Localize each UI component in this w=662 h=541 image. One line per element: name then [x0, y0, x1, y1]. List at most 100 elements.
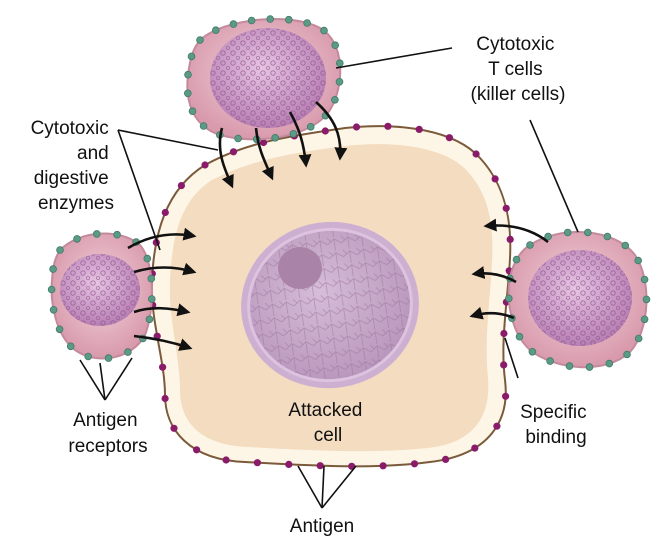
antigen-dot [177, 182, 185, 190]
receptor-dot [634, 256, 642, 265]
receptor-dot [55, 325, 64, 334]
receptor-dot [49, 265, 57, 273]
t-cell-top [184, 15, 344, 144]
label-attacked-cell-line-2: cell [314, 425, 343, 446]
receptor-dot [640, 275, 649, 284]
receptor-dot [196, 36, 204, 44]
antigen-dot [491, 175, 499, 183]
antigen-dot [201, 161, 209, 169]
attacked-cell [148, 122, 514, 470]
antigen-dot [161, 394, 169, 403]
enzyme-arrows-left [127, 227, 197, 351]
receptor-dot [188, 107, 197, 115]
t-cell-right-receptors [504, 228, 651, 371]
receptor-dot [303, 19, 311, 27]
receptor-dot [583, 228, 592, 237]
antigen-dot [415, 125, 423, 133]
receptor-dot [546, 357, 554, 365]
label-specific-binding-line-2: binding [525, 427, 586, 448]
antigen-dot [500, 329, 508, 338]
receptor-dot [104, 354, 113, 362]
label-antigen-receptors: Antigen receptors [68, 410, 147, 457]
receptor-dot [320, 26, 328, 35]
receptor-dot [247, 16, 256, 25]
receptor-dot [73, 235, 81, 243]
antigen-dots [148, 122, 514, 470]
antigen-dot [222, 456, 230, 464]
antigen-dot [502, 204, 510, 212]
receptor-dot [212, 26, 220, 35]
antigen-dot [352, 123, 361, 131]
receptor-dot [84, 352, 92, 361]
receptor-dot [623, 350, 631, 359]
antigen-dot [410, 460, 419, 468]
antigen-dot [170, 424, 178, 432]
antigen-dot [253, 459, 261, 467]
label-t-cells-line-1: Cytotoxic [476, 34, 554, 55]
label-enzymes-line-3: digestive [34, 168, 109, 189]
nucleus [241, 221, 419, 389]
label-attacked-cell-line-1: Attacked [288, 400, 362, 421]
label-enzymes: Cytotoxic and digestive enzymes [31, 118, 114, 214]
label-t-cells-line-3: (killer cells) [471, 84, 566, 105]
receptor-dot [544, 232, 552, 241]
receptor-dot [266, 15, 275, 23]
antigen-dot [506, 235, 514, 243]
receptor-dot [515, 332, 524, 341]
receptor-dot [184, 70, 192, 79]
antigen-dot [161, 208, 169, 217]
receptor-dot [331, 41, 340, 49]
receptor-dot [143, 254, 152, 263]
label-antigen: Antigen [290, 516, 354, 537]
label-t-cells-line-2: T cells [488, 59, 543, 80]
receptor-dot [565, 362, 574, 370]
receptor-dot [271, 134, 280, 142]
t-cell-right [504, 228, 651, 371]
t-cell-left-receptors [47, 230, 156, 362]
antigen-dot [472, 150, 480, 158]
receptor-dot [284, 15, 293, 24]
antigen-dot [316, 462, 324, 470]
receptor-dot [113, 230, 121, 239]
receptor-dot [621, 241, 630, 250]
receptor-dot [603, 232, 612, 241]
receptor-dot [642, 295, 651, 304]
receptor-dot [306, 123, 315, 131]
antigen-dot [193, 446, 201, 454]
receptor-dot [148, 295, 156, 303]
antigen-dot [471, 444, 479, 452]
receptor-dot [640, 315, 649, 324]
label-t-cells: Cytotoxic T cells (killer cells) [471, 34, 566, 105]
antigen-dot [321, 127, 329, 135]
receptor-dot [229, 20, 238, 28]
receptor-dot [605, 359, 614, 368]
receptor-dot [335, 59, 344, 67]
antigen-dot [259, 138, 268, 147]
enzyme-arrows-right [469, 218, 549, 320]
antigen-dot [384, 122, 392, 130]
antigen-dot [159, 363, 167, 371]
antigen-dot [445, 134, 453, 142]
receptor-dot [187, 52, 196, 61]
t-cell-left [47, 230, 156, 362]
receptor-dot [147, 274, 156, 283]
enzyme-arrows-top [218, 101, 348, 189]
receptor-dot [49, 305, 58, 314]
label-specific-binding-line-1: Specific [520, 402, 587, 423]
receptor-dot [512, 255, 521, 264]
receptor-dot [585, 363, 594, 371]
antigen-dot [229, 148, 238, 156]
label-enzymes-line-2: and [77, 143, 109, 164]
label-specific-binding: Specific binding [520, 402, 592, 448]
nucleolus [278, 247, 322, 289]
receptor-dot [184, 89, 192, 98]
antigen-dot [493, 422, 501, 430]
antigen-dot [502, 392, 510, 400]
receptor-dot [47, 285, 56, 294]
label-enzymes-line-1: Cytotoxic [31, 118, 109, 139]
label-antigen-receptors-line-1: Antigen [73, 410, 137, 431]
receptor-dot [93, 230, 101, 238]
receptor-dot [504, 294, 513, 303]
receptor-dot [56, 246, 64, 254]
